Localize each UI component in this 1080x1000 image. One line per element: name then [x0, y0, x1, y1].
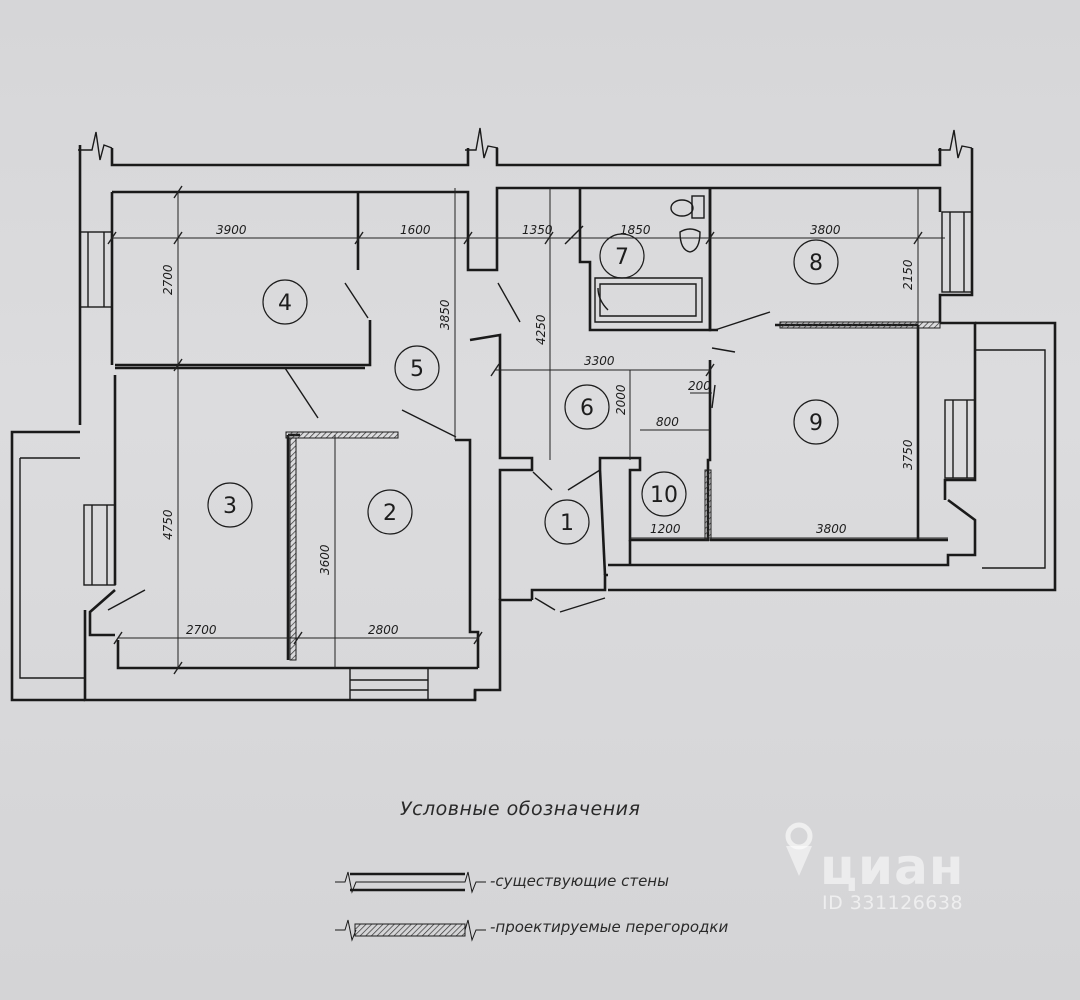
room-number: 2: [383, 501, 397, 526]
watermark-brand: циан: [820, 838, 965, 896]
room-marker-8: 8: [793, 239, 839, 285]
dim-2000: 2000: [614, 384, 628, 415]
room-markers: 1 2 3 4 5 6 7 8 9 10: [207, 233, 839, 545]
outer-walls: [10, 127, 1057, 702]
dim-2800: 2800: [368, 623, 399, 637]
watermark-listing-id: ID 331126638: [822, 892, 964, 914]
room-marker-1: 1: [544, 499, 590, 545]
dim-1600: 1600: [400, 223, 431, 237]
room-marker-4: 4: [262, 279, 308, 325]
room-circle: [394, 345, 440, 391]
dim-2700-v: 2700: [161, 264, 175, 295]
dim-1200: 1200: [650, 522, 681, 536]
room-number: 7: [615, 245, 629, 270]
room-number: 4: [278, 291, 292, 316]
room-circle: [564, 384, 610, 430]
room-marker-9: 9: [793, 399, 839, 445]
planned-partitions: [285, 321, 941, 661]
dim-2700-h: 2700: [186, 623, 217, 637]
room-circle: [207, 482, 253, 528]
room-circle: [641, 471, 687, 517]
room-circle: [793, 239, 839, 285]
legend-title: Условные обозначения: [400, 798, 641, 820]
dimension-labels: 3900 1600 1350 1850 3800 2700 3850 4250 …: [161, 223, 915, 637]
legend-planned-partitions-label: -проектируемые перегородки: [490, 918, 729, 936]
dim-3750: 3750: [901, 439, 915, 470]
room-circle: [544, 499, 590, 545]
room-marker-3: 3: [207, 482, 253, 528]
dim-800: 800: [656, 415, 679, 429]
room-number: 6: [580, 396, 594, 421]
dim-1350: 1350: [522, 223, 553, 237]
room-number: 3: [223, 494, 237, 519]
dim-200: 200: [688, 379, 711, 393]
legend-existing-walls-label: -существующие стены: [490, 872, 669, 890]
dim-2150: 2150: [901, 259, 915, 290]
room-circle: [262, 279, 308, 325]
room-circle: [367, 489, 413, 535]
room-number: 1: [560, 511, 574, 536]
dim-4250: 4250: [534, 314, 548, 345]
door-swings: [107, 225, 771, 613]
room-number: 8: [809, 251, 823, 276]
room-marker-7: 7: [599, 233, 645, 279]
location-pin-icon: [785, 822, 813, 876]
room-number: 9: [809, 411, 823, 436]
dimension-lines: [107, 185, 948, 675]
dim-3300: 3300: [584, 354, 615, 368]
room-number: 10: [650, 483, 678, 508]
room-marker-10: 10: [641, 471, 687, 517]
dim-3850: 3850: [438, 299, 452, 330]
dim-3800-bottom: 3800: [816, 522, 847, 536]
dim-3900: 3900: [216, 223, 247, 237]
dim-4750: 4750: [161, 509, 175, 540]
room-circle: [599, 233, 645, 279]
room-number: 5: [410, 357, 424, 382]
room-circle: [793, 399, 839, 445]
dim-3600: 3600: [318, 544, 332, 575]
room-marker-2: 2: [367, 489, 413, 535]
dim-1850: 1850: [620, 223, 651, 237]
room-marker-5: 5: [394, 345, 440, 391]
dim-3800-top: 3800: [810, 223, 841, 237]
room-marker-6: 6: [564, 384, 610, 430]
